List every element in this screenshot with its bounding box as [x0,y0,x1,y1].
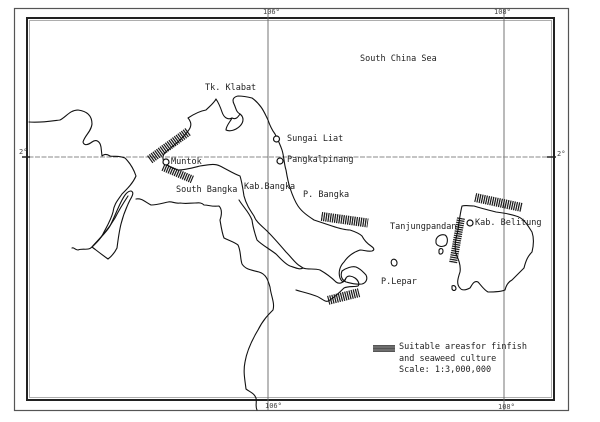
bangka-island-coastline [163,161,360,302]
place-label-pangkalpinang: Pangkalpinang [287,155,354,165]
hatched-area-p-bangka [320,212,369,228]
place-label-kab-bangka: Kab.Bangka [244,182,296,192]
place-label-sungai-liat: Sungai Liat [287,134,344,144]
legend: Suitable areasfor finfish and seaweed cu… [399,343,527,375]
sumatra-east-coast [135,198,275,411]
place-label-tanjungpandan: Tanjungpandan [390,222,457,232]
place-label-kab-belitung: Kab. Belitung [475,218,542,228]
belitung-island-coastline [454,205,535,293]
town-marker-kab-belitung [466,219,474,227]
legend-text-line2: and seaweed culture [399,353,497,364]
place-label-muntok: Muntok [171,157,202,167]
legend-swatch [373,345,395,352]
tick-label-bottom-108: 108° [498,403,515,411]
place-label-p-lepar: P.Lepar [381,277,417,287]
place-label-south-bangka: South Bangka [176,185,238,195]
place-label-tk-klabat: Tk. Klabat [205,83,257,93]
legend-scale: Scale: 1:3,000,000 [399,365,492,375]
inner-frame [26,17,555,401]
town-marker-muntok [162,158,170,166]
town-marker-sungai-liat [272,135,281,143]
place-label-p-bangka: P. Bangka [303,190,350,200]
tick-label-top-106: 106° [263,8,280,16]
tick-label-right-2: 2° [557,150,566,158]
sumatra-channel-coast [238,199,304,270]
hatched-area-belitung-north [474,193,523,212]
tick-label-left-2: 2° [19,148,28,156]
hatched-area-muntok-south [161,163,195,184]
bangka-northwest-bay [231,113,241,120]
tick-label-bottom-106: 106° [265,402,282,410]
outer-frame [13,7,570,412]
sea-label: South China Sea [360,54,437,64]
hatched-area-tanjungpandan [449,217,465,264]
tick-label-top-108: 108° [494,8,511,16]
p-lepar-island [340,266,368,285]
hatched-area-muntok-north [147,127,192,164]
town-marker-pangkalpinang [276,157,284,165]
small-island [435,234,448,248]
legend-text-line1: Suitable areasfor finfish [399,342,527,352]
hatched-area-south-bangka [327,288,361,305]
sumatra-river-bank [91,190,134,260]
